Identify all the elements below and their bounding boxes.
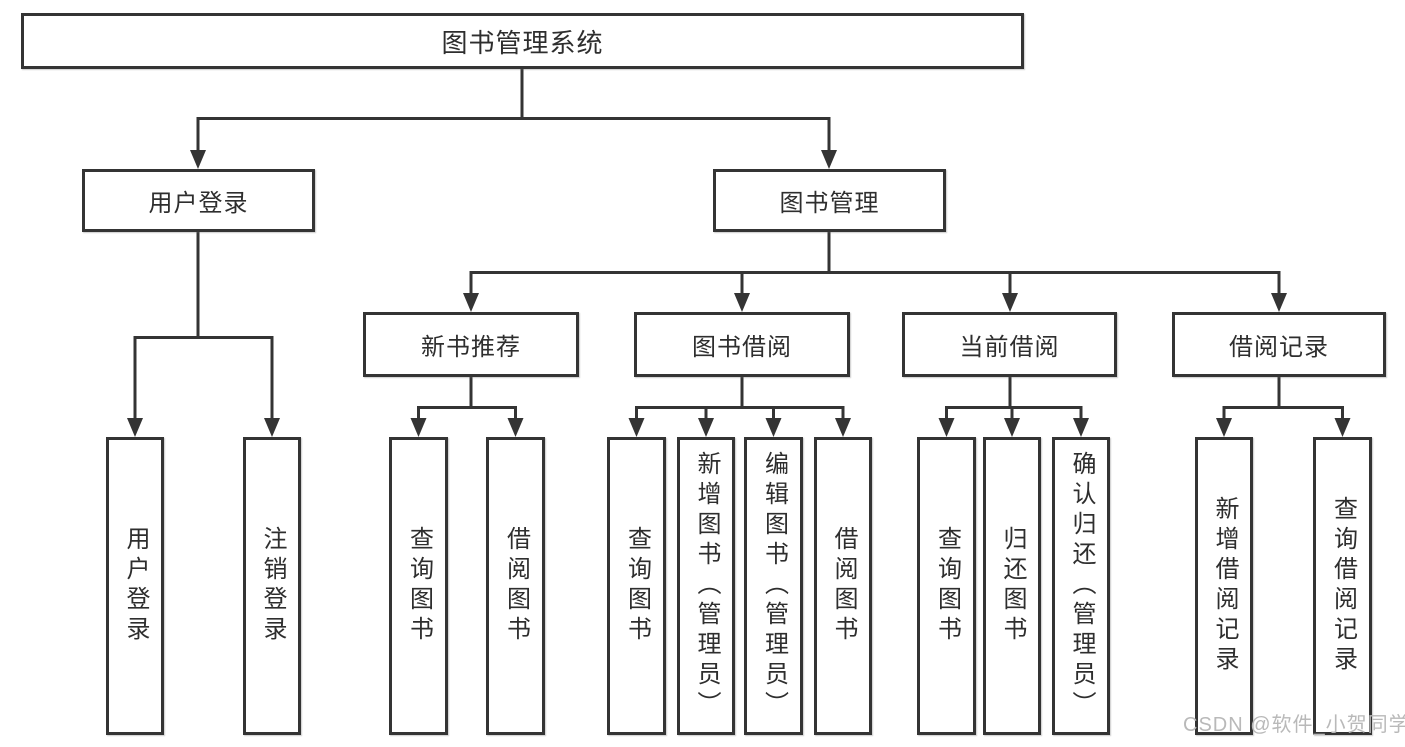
arrowhead-down-icon — [1271, 293, 1287, 312]
node-label: 归还图书 — [999, 526, 1026, 646]
connector-borrow-records-branch — [1222, 377, 1344, 420]
arrowheads — [127, 150, 1351, 437]
arrowhead-down-icon — [1002, 293, 1018, 312]
node-label: 新增借阅记录 — [1211, 496, 1238, 676]
arrowhead-down-icon — [507, 418, 524, 437]
node-label: 新增图书（管理员） — [693, 451, 720, 721]
leaf-return-book: 归还图书 — [983, 437, 1041, 735]
arrowhead-down-icon — [628, 418, 645, 437]
leaf-add-book-admin: 新增图书（管理员） — [677, 437, 735, 735]
leaf-borrow-books-recommend: 借阅图书 — [486, 437, 545, 735]
leaf-edit-book-admin: 编辑图书（管理员） — [744, 437, 803, 735]
node-label: 注销登录 — [259, 526, 286, 646]
leaf-user-login: 用户登录 — [106, 437, 164, 735]
node-user-login: 用户登录 — [82, 169, 315, 232]
leaf-confirm-return-admin: 确认归还（管理员） — [1052, 437, 1110, 735]
arrowhead-down-icon — [1334, 418, 1351, 437]
arrowhead-down-icon — [765, 418, 782, 437]
arrowhead-down-icon — [127, 418, 143, 437]
node-label: 借阅图书 — [830, 526, 857, 646]
leaf-add-borrow-record: 新增借阅记录 — [1195, 437, 1253, 735]
leaf-query-books-recommend: 查询图书 — [389, 437, 448, 735]
connector-book-management-branch — [469, 232, 1281, 295]
leaf-query-borrow-record: 查询借阅记录 — [1313, 437, 1372, 735]
watermark: CSDN @软件_小贺同学 — [1183, 714, 1405, 736]
arrowhead-down-icon — [1216, 418, 1232, 437]
node-label: 查询借阅记录 — [1329, 496, 1357, 676]
node-label: 图书管理系统 — [441, 27, 604, 58]
node-new-book-recommend: 新书推荐 — [363, 312, 579, 377]
node-label: 查询图书 — [623, 526, 651, 646]
node-label: 图书借阅 — [692, 334, 792, 361]
node-library-management-system: 图书管理系统 — [21, 13, 1024, 69]
node-book-management: 图书管理 — [713, 169, 946, 232]
node-label: 当前借阅 — [959, 334, 1060, 361]
leaf-query-books-current: 查询图书 — [917, 437, 976, 735]
arrowhead-down-icon — [410, 418, 427, 437]
node-label: 查询图书 — [933, 526, 961, 646]
node-current-borrowing: 当前借阅 — [902, 312, 1117, 377]
arrowhead-down-icon — [821, 150, 837, 169]
arrowhead-down-icon — [835, 418, 851, 437]
node-label: 用户登录 — [148, 190, 249, 217]
arrowhead-down-icon — [734, 293, 750, 312]
arrowhead-down-icon — [698, 418, 714, 437]
node-label: 确认归还（管理员） — [1068, 451, 1095, 721]
arrowhead-down-icon — [1073, 418, 1089, 437]
node-label: 用户登录 — [122, 526, 149, 646]
arrowhead-down-icon — [264, 418, 280, 437]
node-label: 借阅图书 — [502, 526, 530, 646]
node-label: 编辑图书（管理员） — [760, 451, 788, 721]
node-book-borrowing: 图书借阅 — [634, 312, 850, 377]
node-label: 图书管理 — [779, 190, 880, 217]
node-borrowing-records: 借阅记录 — [1172, 312, 1386, 377]
connector-user-login-branch — [133, 232, 274, 420]
node-label: 新书推荐 — [421, 334, 521, 361]
arrowhead-down-icon — [463, 293, 479, 312]
leaf-query-books-borrow: 查询图书 — [607, 437, 666, 735]
connector-book-borrow-branch — [635, 377, 845, 420]
connector-current-borrow-branch — [945, 377, 1083, 420]
node-label: 借阅记录 — [1229, 334, 1329, 361]
arrowhead-down-icon — [938, 418, 955, 437]
leaf-borrow-books: 借阅图书 — [814, 437, 872, 735]
arrowhead-down-icon — [1004, 418, 1020, 437]
connector-new-book-branch — [417, 377, 517, 420]
node-label: 查询图书 — [405, 526, 433, 646]
connector-root-to-level1 — [196, 69, 831, 152]
leaf-logout: 注销登录 — [243, 437, 301, 735]
arrowhead-down-icon — [190, 150, 206, 169]
